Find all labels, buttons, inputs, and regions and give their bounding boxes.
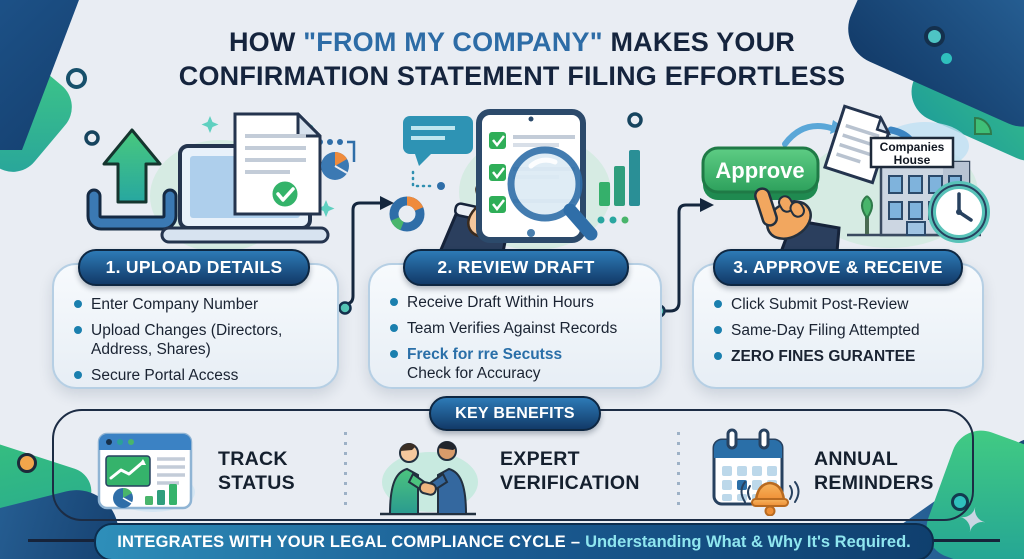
bullet-dot-icon — [714, 352, 722, 360]
sign-text-line2: House — [894, 153, 931, 167]
bullet-item: Team Verifies Against Records — [390, 319, 650, 338]
bullet-dot-icon — [390, 350, 398, 358]
bar-chart-icon — [599, 150, 640, 206]
connector-arrow-1 — [338, 196, 394, 315]
bullet-item: Enter Company Number — [74, 295, 327, 314]
bullet-item: Secure Portal Access — [74, 366, 327, 385]
bullet-item: ZERO FINES GURANTEE — [714, 347, 972, 366]
bullet-dot-icon — [714, 300, 722, 308]
key-benefits-pill: KEY BENEFITS — [429, 396, 601, 431]
approve-button-label: Approve — [715, 158, 804, 183]
checkmark-icon — [269, 178, 301, 210]
step-header-3: 3. APPROVE & RECEIVE — [713, 249, 963, 286]
companies-house-sign — [869, 136, 955, 169]
dotted-divider — [677, 432, 680, 508]
pointing-hand-icon — [754, 187, 841, 252]
sparkle-icon — [317, 200, 335, 217]
footer-banner: INTEGRATES WITH YOUR LEGAL COMPLIANCE CY… — [94, 523, 934, 559]
sign-text-line1: Companies — [880, 140, 945, 154]
title-line-1: HOW "FROM MY COMPANY" MAKES YOUR — [228, 27, 796, 57]
connector-dot — [338, 301, 352, 315]
footer-highlight-text: Understanding What & Why It's Required. — [585, 532, 911, 551]
title-highlight: "FROM MY COMPANY" — [303, 27, 603, 57]
tree-icon — [861, 195, 873, 234]
page-title: HOW "FROM MY COMPANY" MAKES YOUR CONFIRM… — [0, 25, 1024, 93]
bullet-item: Upload Changes (Directors, Address, Shar… — [74, 321, 327, 359]
step-header-2: 2. REVIEW DRAFT — [403, 249, 629, 286]
donut-chart-icon — [389, 196, 425, 232]
decorative-orange-dot — [17, 453, 37, 473]
clock-icon — [928, 181, 990, 243]
bullet-dot-icon — [74, 371, 82, 379]
upload-laptop-illustration — [84, 112, 356, 252]
review-tablet-illustration — [389, 109, 643, 252]
title-line-2: CONFIRMATION STATEMENT FILING EFFORTLESS — [178, 61, 846, 91]
calendar-bell-icon — [712, 428, 800, 516]
approve-submit-illustration: Companies House Approve — [701, 104, 993, 252]
bullet-dot-icon — [714, 326, 722, 334]
footer-line-right — [928, 539, 1000, 542]
pie-chart-icon — [113, 487, 133, 508]
bar-chart-icon — [145, 484, 177, 505]
footer-line-left — [28, 539, 96, 542]
garbled-text: Freck for rre Secutss — [407, 346, 563, 363]
bullet-dot-icon — [74, 300, 82, 308]
bullet-subtext: Check for Accuracy — [407, 365, 541, 382]
laptop-base — [160, 226, 330, 244]
upload-arrow-icon — [102, 128, 162, 204]
decorative-ring-dot — [924, 26, 945, 47]
speech-bubble-icon — [403, 116, 473, 166]
sparkle-icon — [201, 116, 219, 133]
bullet-dot-icon — [74, 326, 82, 334]
curved-arrow-icon — [782, 123, 834, 147]
clasped-hands — [418, 481, 437, 496]
footer-bold-text: INTEGRATES WITH YOUR LEGAL COMPLIANCE CY… — [117, 532, 566, 551]
footer-dash: – — [570, 532, 581, 551]
decorative-ring-dot — [66, 68, 87, 89]
bullet-item: Click Submit Post-Review — [714, 295, 972, 314]
dashboard-icon — [97, 432, 195, 512]
bullet-item: Receive Draft Within Hours — [390, 293, 650, 312]
handshake-icon — [380, 441, 478, 516]
bullet-dot-icon — [390, 298, 398, 306]
dotted-divider — [344, 432, 347, 508]
magnifier-icon — [507, 146, 598, 241]
pie-chart-icon — [321, 152, 349, 180]
bullet-item: Same-Day Filing Attempted — [714, 321, 972, 340]
pie-wedge-icon — [974, 116, 993, 135]
bell-icon — [740, 481, 800, 516]
decorative-ring-dot — [84, 130, 100, 146]
step-header-1: 1. UPLOAD DETAILS — [78, 249, 310, 286]
bullet-dot-icon — [390, 324, 398, 332]
decorative-teal-dot — [941, 53, 952, 64]
